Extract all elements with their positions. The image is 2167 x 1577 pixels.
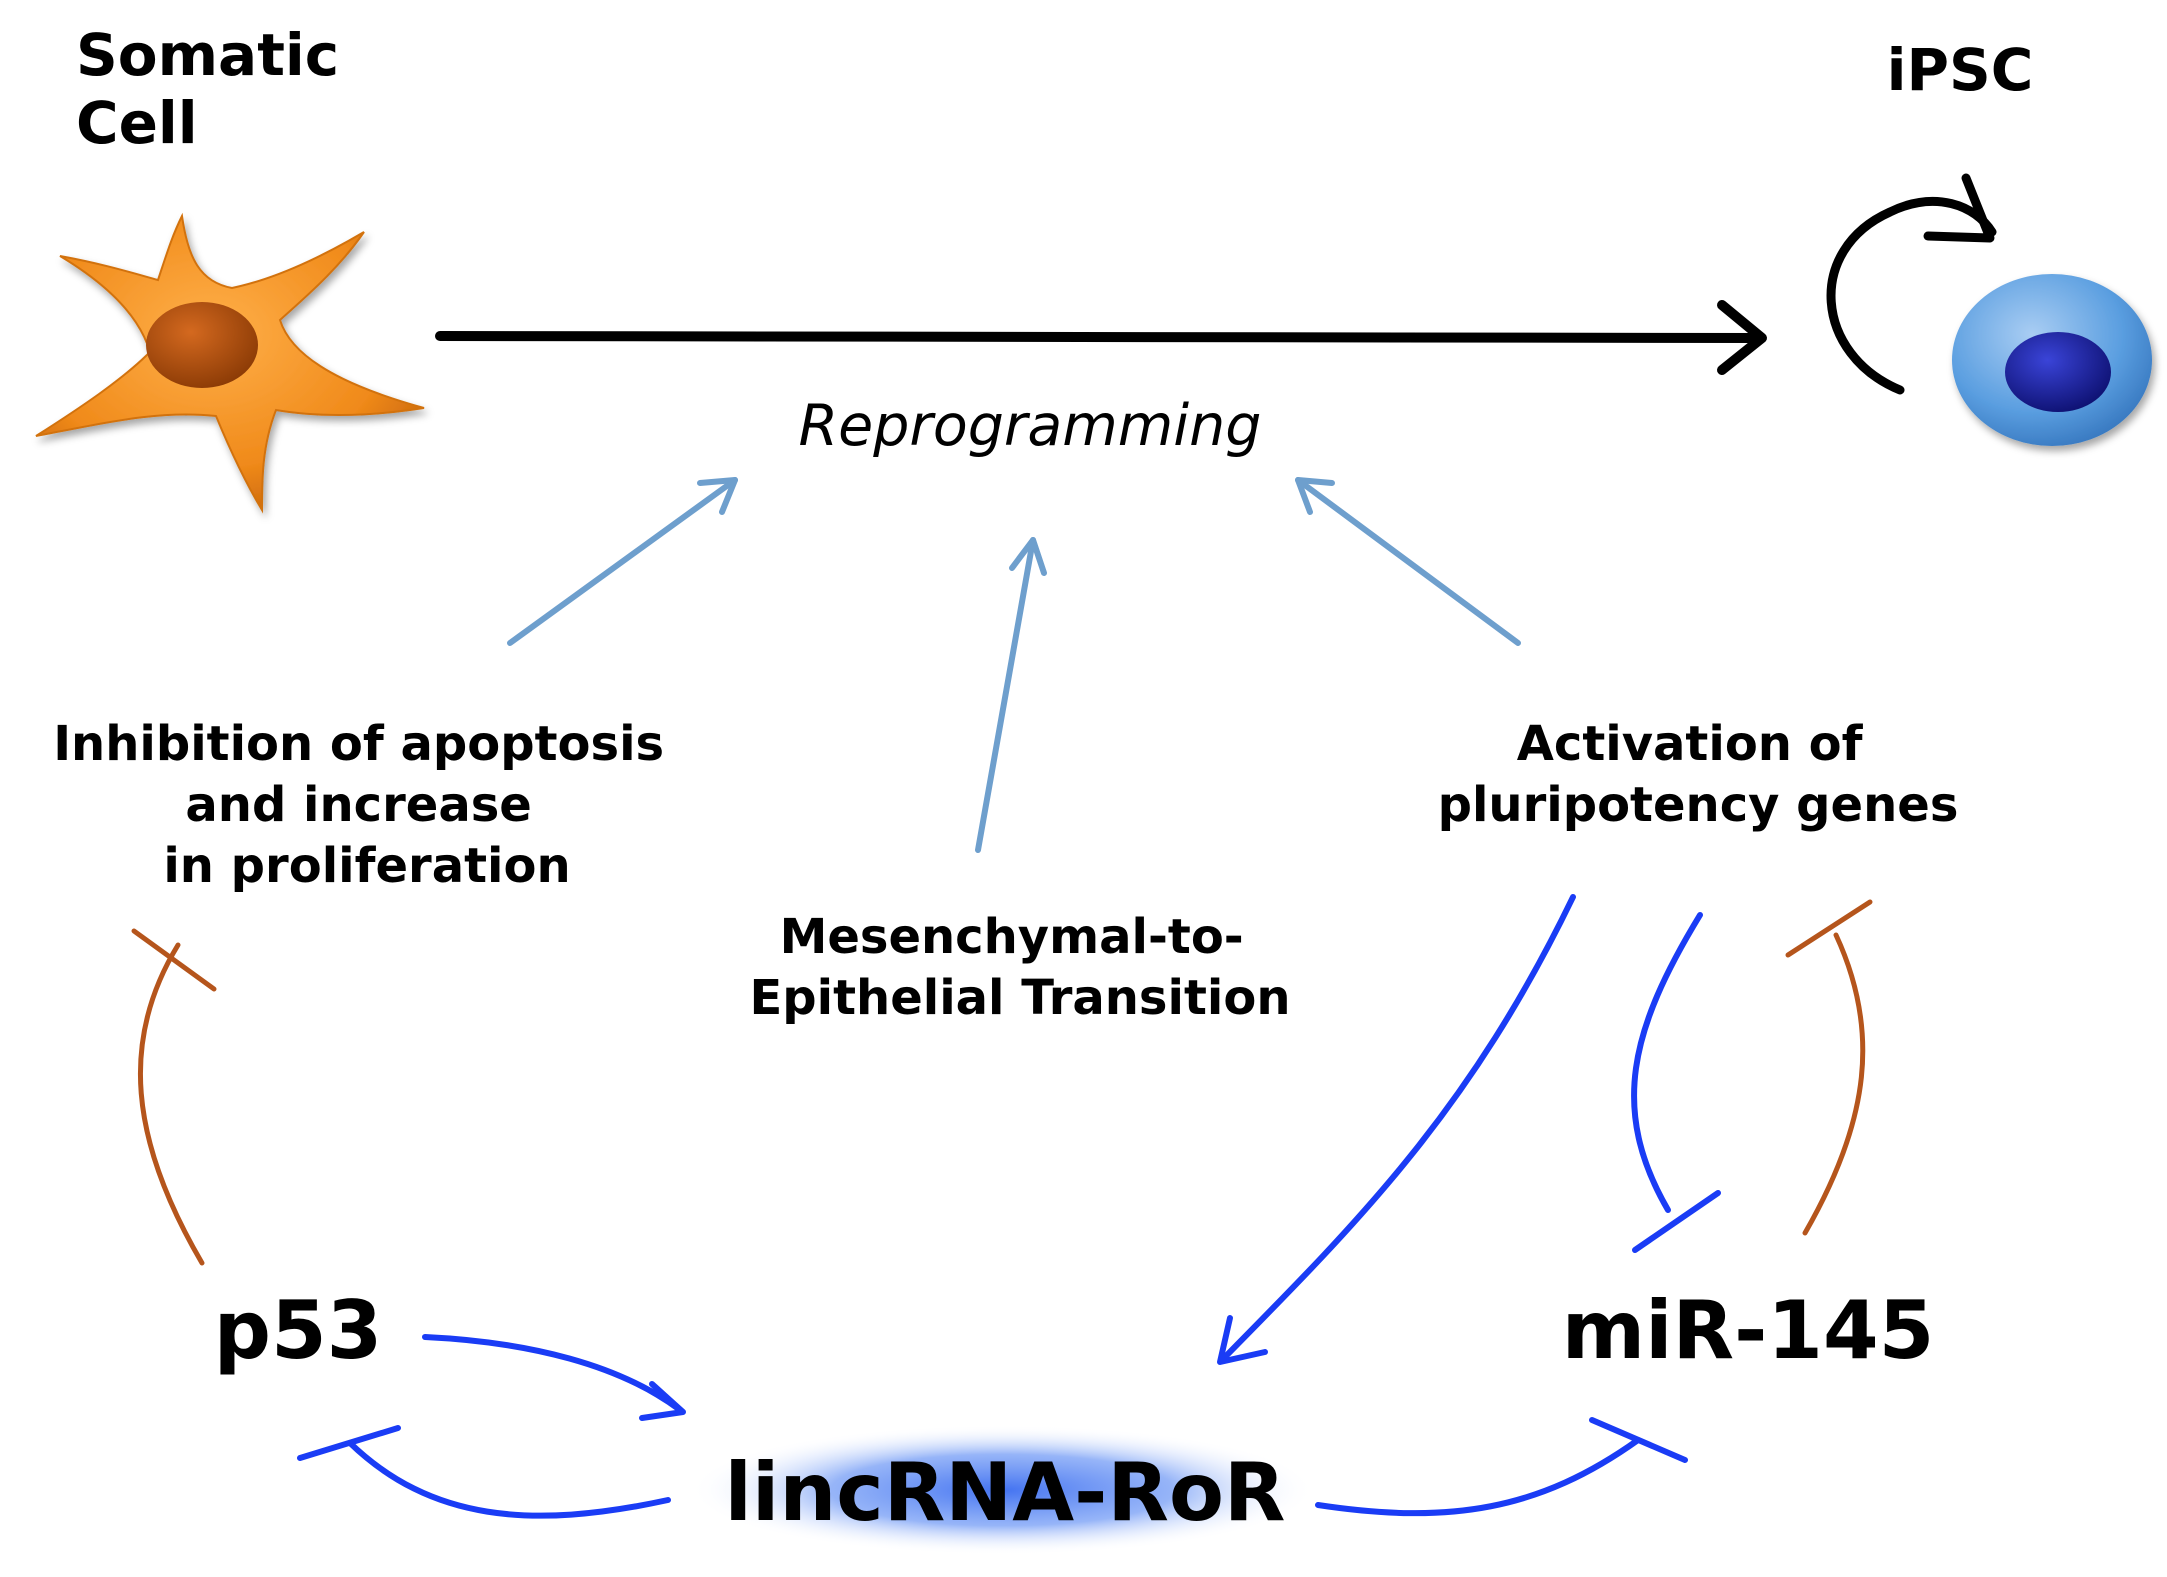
regulatory-connections — [297, 894, 1721, 1519]
reprogramming-label: Reprogramming — [799, 393, 1262, 459]
mir145-inhibits-pluripotency-inhibition — [1785, 899, 1873, 1236]
activation-arrows — [507, 477, 1521, 853]
mir145-label: miR-145 — [1562, 1284, 1935, 1377]
met-to-reprogramming-arrow — [975, 537, 1047, 853]
met-label: Mesenchymal-to- Epithelial Transition — [749, 909, 1290, 1026]
self-renewal-arrow-icon — [1826, 173, 1997, 395]
somatic-nucleus-icon — [146, 302, 258, 388]
apoptosis-proliferation-label: Inhibition of apoptosis and increase in … — [53, 716, 681, 894]
apoptosis-to-reprogramming-arrow — [507, 477, 738, 646]
inhibition-arcs — [131, 899, 1873, 1266]
lincrna-ror-label: lincRNA-RoR — [724, 1446, 1285, 1539]
lincrna-inhibits-mir145-inhibition — [1315, 1417, 1688, 1517]
pluripotency-to-reprogramming-arrow — [1295, 477, 1521, 646]
pluripotency-inhibits-mir145-inhibition — [1631, 912, 1721, 1253]
p53-activates-lincrna-arrow — [422, 1334, 686, 1421]
pluripotency-genes-label: Activation of pluripotency genes — [1438, 716, 1959, 833]
ipsc-nucleus-icon — [2005, 332, 2111, 412]
somatic-cell-label: Somatic Cell — [76, 21, 359, 157]
p53-inhibits-apoptosis-inhibition — [131, 928, 217, 1266]
lincrna-inhibits-p53-inhibition — [297, 1425, 671, 1519]
lincrna-highlight — [690, 1425, 1315, 1555]
p53-label: p53 — [214, 1284, 383, 1377]
pluripotency-activates-lincrna-arrow — [1217, 894, 1576, 1365]
reprogramming-arrow — [435, 300, 1767, 375]
ipsc-label: iPSC — [1887, 36, 2034, 104]
